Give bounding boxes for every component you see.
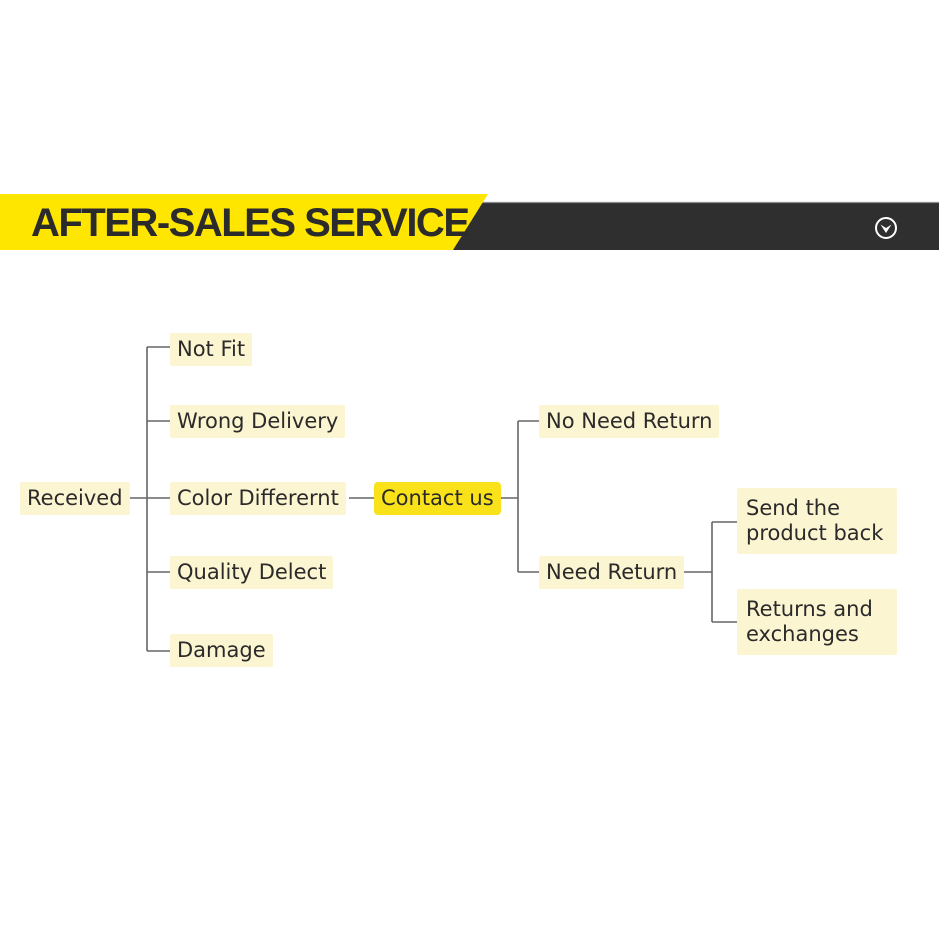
issue-not-fit: Not Fit — [170, 333, 253, 366]
header-dark-bar — [452, 202, 939, 250]
need-return-node: Need Return — [539, 556, 685, 589]
issue-wrong-delivery: Wrong Delivery — [170, 405, 346, 438]
no-need-return-node: No Need Return — [539, 405, 720, 438]
chevron-badge-icon — [875, 217, 897, 239]
issue-color-different: Color Differernt — [170, 482, 346, 515]
returns-exchanges-node: Returns and exchanges — [737, 589, 897, 655]
received-node: Received — [20, 482, 130, 515]
send-product-back-node: Send the product back — [737, 488, 897, 554]
issue-damage: Damage — [170, 634, 273, 667]
contact-us-node: Contact us — [374, 482, 501, 515]
issue-quality-defect: Quality Delect — [170, 556, 334, 589]
page-title: AFTER-SALES SERVICE — [31, 201, 470, 245]
